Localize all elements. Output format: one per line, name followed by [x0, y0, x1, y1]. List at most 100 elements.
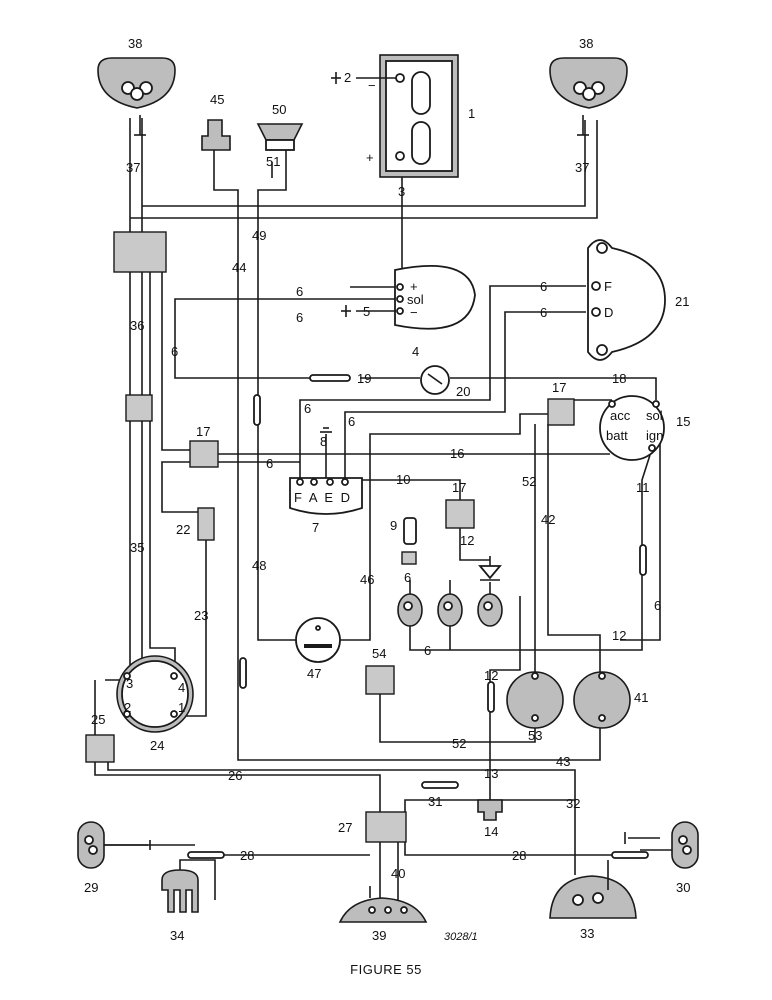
callout-48: 48: [252, 558, 266, 573]
callout-24: 24: [150, 738, 164, 753]
connector-17-right: [547, 398, 575, 426]
warning-lamps: [397, 593, 503, 627]
component-9: [401, 517, 417, 565]
headlamp-right: [549, 57, 628, 136]
callout-5: 5: [363, 304, 370, 319]
callout-6-f: 6: [304, 401, 311, 416]
unit24-terminal-4: 4: [178, 680, 185, 695]
callout-6-d: 6: [540, 279, 547, 294]
connector-17-left: [189, 440, 219, 468]
component-47: [295, 617, 341, 663]
callout-54: 54: [372, 646, 386, 661]
component-27: [365, 811, 407, 843]
callout-13: 13: [484, 766, 498, 781]
callout-36: 36: [130, 318, 144, 333]
callout-6-b: 6: [296, 310, 303, 325]
callout-1: 1: [468, 106, 475, 121]
battery-pos-label: +: [366, 150, 374, 165]
inline-connectors: [187, 374, 649, 859]
wiring-lines: [94, 118, 675, 905]
callout-6-a: 6: [296, 284, 303, 299]
callout-4: 4: [412, 344, 419, 359]
callout-18: 18: [612, 371, 626, 386]
dynamo-d-label: D: [604, 305, 613, 320]
callout-21: 21: [675, 294, 689, 309]
callout-37-left: 37: [126, 160, 140, 175]
callout-10: 10: [396, 472, 410, 487]
callout-12-b: 12: [612, 628, 626, 643]
callout-29: 29: [84, 880, 98, 895]
callout-52-lower: 52: [452, 736, 466, 751]
callout-6-j: 6: [654, 598, 661, 613]
callout-6-c: 6: [171, 344, 178, 359]
terminal-labels: − + + sol − F D F A E D acc sol batt ign…: [124, 78, 663, 715]
switch-ign-label: ign: [646, 428, 663, 443]
callout-9: 9: [390, 518, 397, 533]
callout-30: 30: [676, 880, 690, 895]
lamp-33: [549, 860, 637, 919]
solenoid-pos-label: +: [410, 279, 418, 294]
callout-6-e: 6: [540, 305, 547, 320]
callout-31: 31: [428, 794, 442, 809]
switch-batt-label: batt: [606, 428, 628, 443]
ignition-switch: [599, 395, 665, 461]
callout-28-right: 28: [512, 848, 526, 863]
callout-49: 49: [252, 228, 266, 243]
component-24: [116, 655, 194, 733]
component-14: [477, 799, 503, 821]
starter-solenoid: [341, 265, 476, 330]
connector-block-upper: [113, 231, 167, 273]
figure-caption: FIGURE 55: [350, 962, 422, 977]
callout-32: 32: [566, 796, 580, 811]
callout-40: 40: [391, 866, 405, 881]
callout-39: 39: [372, 928, 386, 943]
diode: [478, 565, 502, 581]
callout-46: 46: [360, 572, 374, 587]
callout-19: 19: [357, 371, 371, 386]
callout-51: 51: [266, 154, 280, 169]
unit24-terminal-2: 2: [124, 700, 131, 715]
callout-47: 47: [307, 666, 321, 681]
callout-12-a: 12: [460, 533, 474, 548]
battery-neg-label: −: [368, 78, 376, 93]
callout-22: 22: [176, 522, 190, 537]
callout-6-k: 6: [424, 643, 431, 658]
callout-38-right: 38: [579, 36, 593, 51]
callout-23: 23: [194, 608, 208, 623]
callout-33: 33: [580, 926, 594, 941]
callout-17-right: 17: [552, 380, 566, 395]
callout-52-upper: 52: [522, 474, 536, 489]
callout-41: 41: [634, 690, 648, 705]
component-45: [201, 119, 231, 151]
unit24-terminal-3: 3: [126, 676, 133, 691]
regulator-terminals-label: F A E D: [294, 490, 352, 505]
callout-45: 45: [210, 92, 224, 107]
callout-20: 20: [456, 384, 470, 399]
component-53: [506, 671, 564, 729]
callout-38-left: 38: [128, 36, 142, 51]
solenoid-sol-label: sol: [407, 292, 424, 307]
battery: [331, 54, 459, 178]
switch-sol-label: sol: [646, 408, 663, 423]
connector-block-mid: [125, 394, 153, 422]
connector-17-lower: [445, 499, 475, 529]
callout-2: 2: [344, 70, 351, 85]
callout-44: 44: [232, 260, 246, 275]
callout-15: 15: [676, 414, 690, 429]
headlamp-left: [97, 57, 176, 136]
component-25: [85, 734, 115, 763]
solenoid-neg-label: −: [410, 305, 418, 320]
lamp-30: [671, 821, 699, 869]
callout-50: 50: [272, 102, 286, 117]
callout-6-h: 6: [266, 456, 273, 471]
callout-6-i: 6: [404, 570, 411, 585]
horn: [256, 123, 304, 151]
callout-34: 34: [170, 928, 184, 943]
lamp-29: [77, 821, 105, 869]
regulator: [289, 427, 363, 515]
callout-53: 53: [528, 728, 542, 743]
callout-3: 3: [398, 184, 405, 199]
component-34: [161, 869, 199, 913]
callout-6-g: 6: [348, 414, 355, 429]
